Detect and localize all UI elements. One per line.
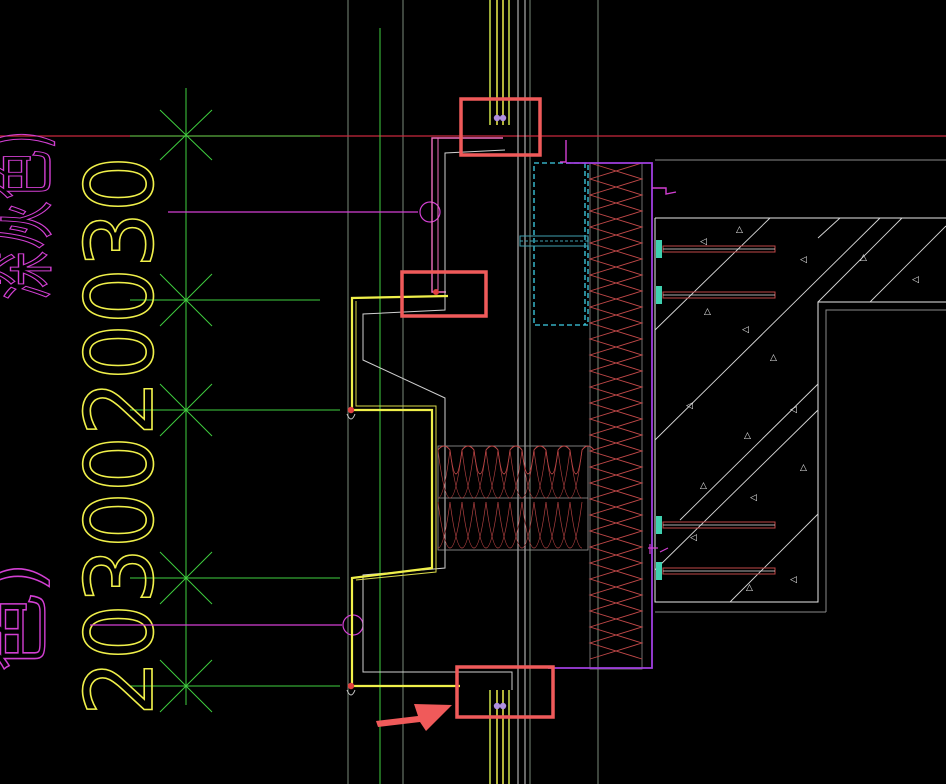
yellow-profile xyxy=(350,294,460,688)
grid-tick-icon xyxy=(159,109,213,713)
anchor-bolt-icon xyxy=(346,114,507,710)
arrow-icon xyxy=(376,704,452,731)
svg-text:△: △ xyxy=(736,225,743,235)
label-upper-text: 深灰色) xyxy=(0,130,63,300)
glass-panel-lines xyxy=(517,0,526,784)
slab-anchor-bolts xyxy=(656,240,776,580)
grid-lines xyxy=(130,28,381,784)
svg-text:◁: ◁ xyxy=(800,255,807,265)
upper-bracket xyxy=(431,137,503,293)
highlight-box-top xyxy=(459,97,542,157)
svg-text:△: △ xyxy=(700,481,707,491)
insulation-middle xyxy=(437,445,595,551)
flashing-hook xyxy=(560,140,677,195)
svg-text:◁: ◁ xyxy=(790,575,797,585)
svg-text:◁: ◁ xyxy=(750,493,757,503)
profile-outline-inner xyxy=(362,149,513,690)
svg-text:◁: ◁ xyxy=(742,325,749,335)
glass-mullion-top xyxy=(489,0,510,125)
svg-text:◁: ◁ xyxy=(686,401,693,411)
highlight-box-bottom xyxy=(455,665,555,719)
highlight-boxes xyxy=(400,97,555,719)
slab-edge-marks xyxy=(648,544,669,554)
svg-text:△: △ xyxy=(860,253,867,263)
cyan-frame xyxy=(533,162,589,326)
yellow-profile-inner xyxy=(355,301,437,581)
svg-text:△: △ xyxy=(746,583,753,593)
label-lower-text: 色) xyxy=(0,562,57,672)
svg-text:△: △ xyxy=(744,431,751,441)
svg-text:◁: ◁ xyxy=(790,405,797,415)
concrete-slab: ◁ △ ◁ △ ◁ △ ◁ △ ◁ △ ◁ △ ◁ △ ◁ △ ◁ xyxy=(654,217,946,613)
svg-text:△: △ xyxy=(770,353,777,363)
svg-text:△: △ xyxy=(800,463,807,473)
guide-lines xyxy=(347,0,599,784)
waterproof-outline xyxy=(548,162,653,669)
svg-text:◁: ◁ xyxy=(912,275,919,285)
svg-text:△: △ xyxy=(704,307,711,317)
rotated-code-text: 2030020030 xyxy=(66,156,175,716)
svg-text:◁: ◁ xyxy=(700,237,707,247)
highlight-box-middle xyxy=(400,270,488,318)
svg-text:◁: ◁ xyxy=(690,533,697,543)
